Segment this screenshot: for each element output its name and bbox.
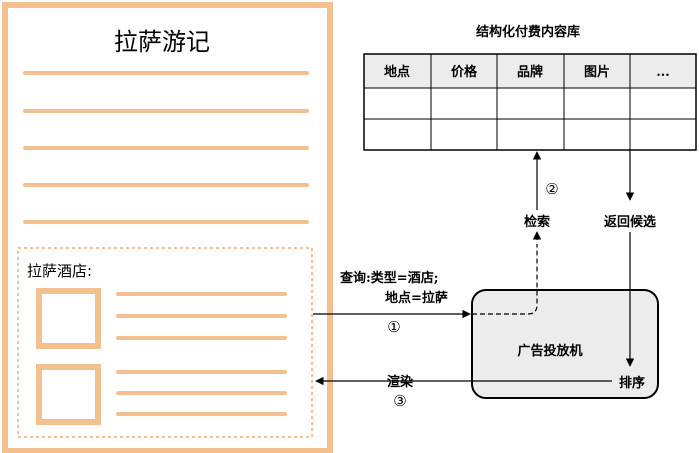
column-header: 品牌 [517, 64, 543, 80]
query-label-line2: 地点=拉萨 [385, 290, 448, 306]
step-3-badge: ③ [393, 392, 406, 410]
column-header: 价格 [451, 64, 478, 80]
table-grid [364, 54, 696, 150]
table-header-row: 地点 价格 品牌 图片 ... [384, 64, 670, 80]
search-dashed-path [472, 244, 538, 315]
column-header: ... [656, 65, 670, 80]
content-database: 结构化付费内容库 地点 价格 品牌 图片 ... [363, 24, 697, 151]
ad-slot-border [17, 247, 313, 438]
flow-arrows [313, 150, 635, 386]
article-text-lines [23, 71, 309, 224]
ad-engine-box [471, 289, 659, 399]
ad-engine: 广告投放机 排序 [471, 289, 659, 399]
ad-slot: 拉萨酒店: [17, 247, 313, 438]
step-2-badge: ② [545, 180, 558, 198]
ad-image-placeholder [36, 364, 101, 425]
article-page: 拉萨游记 拉萨酒店: [2, 2, 333, 453]
column-header: 地点 [384, 64, 410, 80]
article-title: 拉萨游记 [114, 28, 210, 56]
return-candidates-label: 返回候选 [604, 214, 656, 230]
search-label: 检索 [524, 214, 550, 230]
table-header-bg [364, 54, 696, 88]
table-border [363, 53, 697, 151]
step-1-badge: ① [387, 318, 400, 336]
ad-image-placeholder [36, 288, 101, 349]
ad-engine-label: 广告投放机 [517, 343, 582, 359]
ad-text-lines [116, 292, 287, 416]
flow-labels: 查询:类型=酒店; 地点=拉萨 ① ② 检索 返回候选 渲染 ③ [339, 180, 656, 410]
sort-label: 排序 [619, 375, 645, 391]
database-title: 结构化付费内容库 [476, 24, 580, 40]
ad-slot-label: 拉萨酒店: [27, 262, 92, 280]
query-label-line1: 查询:类型=酒店; [339, 270, 439, 286]
render-label: 渲染 [387, 374, 414, 390]
column-header: 图片 [584, 64, 610, 80]
